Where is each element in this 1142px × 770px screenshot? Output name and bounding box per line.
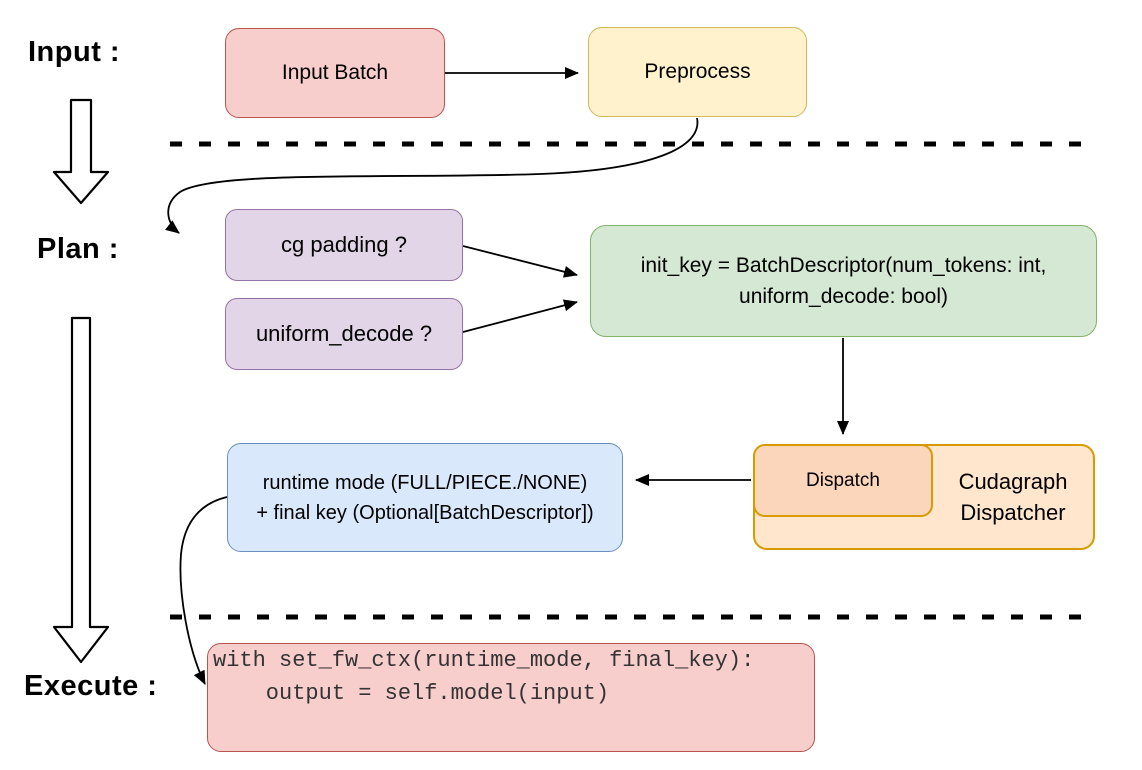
dispatch-label: Dispatch	[806, 469, 880, 491]
cudagraph-dispatcher-label: Cudagraph Dispatcher	[935, 446, 1091, 548]
cudagraph-dispatcher-node: Dispatch Cudagraph Dispatcher	[753, 444, 1095, 550]
cg-padding-node: cg padding ?	[225, 209, 463, 281]
runtime-mode-line1: runtime mode (FULL/PIECE./NONE)	[262, 471, 588, 494]
runtime-mode-node: runtime mode (FULL/PIECE./NONE) + final …	[227, 443, 623, 552]
execute-code-line1: with set_fw_ctx(runtime_mode, final_key)…	[213, 648, 755, 673]
execute-code-node: with set_fw_ctx(runtime_mode, final_key)…	[207, 643, 815, 752]
input-to-plan-arrow	[52, 98, 110, 205]
preprocess-label: Preprocess	[644, 60, 751, 83]
plan-to-execute-arrow	[52, 316, 110, 664]
stage-label-plan: Plan :	[37, 233, 119, 265]
arrow-uniformdecode-to-initkey	[462, 299, 578, 333]
input-batch-label: Input Batch	[281, 61, 389, 84]
dispatch-node: Dispatch	[753, 444, 933, 517]
execute-code-line2: output = self.model(input)	[213, 681, 610, 706]
cg-padding-label: cg padding ?	[281, 232, 407, 257]
init-key-node: init_key = BatchDescriptor(num_tokens: i…	[590, 225, 1097, 337]
cudagraph-dispatcher-line1: Cudagraph	[958, 469, 1068, 494]
preprocess-node: Preprocess	[588, 27, 807, 117]
cudagraph-dispatcher-line2: Dispatcher	[960, 500, 1066, 525]
stage-label-input: Input :	[28, 36, 121, 68]
uniform-decode-label: uniform_decode ?	[255, 321, 433, 346]
uniform-decode-node: uniform_decode ?	[225, 298, 463, 370]
input-batch-node: Input Batch	[225, 28, 445, 118]
init-key-line2: uniform_decode: bool)	[739, 285, 948, 308]
runtime-mode-line2: + final key (Optional[BatchDescriptor])	[256, 501, 594, 524]
init-key-line1: init_key = BatchDescriptor(num_tokens: i…	[640, 254, 1047, 277]
stage-label-execute: Execute :	[24, 670, 158, 702]
arrow-cgpadding-to-initkey	[462, 245, 578, 278]
